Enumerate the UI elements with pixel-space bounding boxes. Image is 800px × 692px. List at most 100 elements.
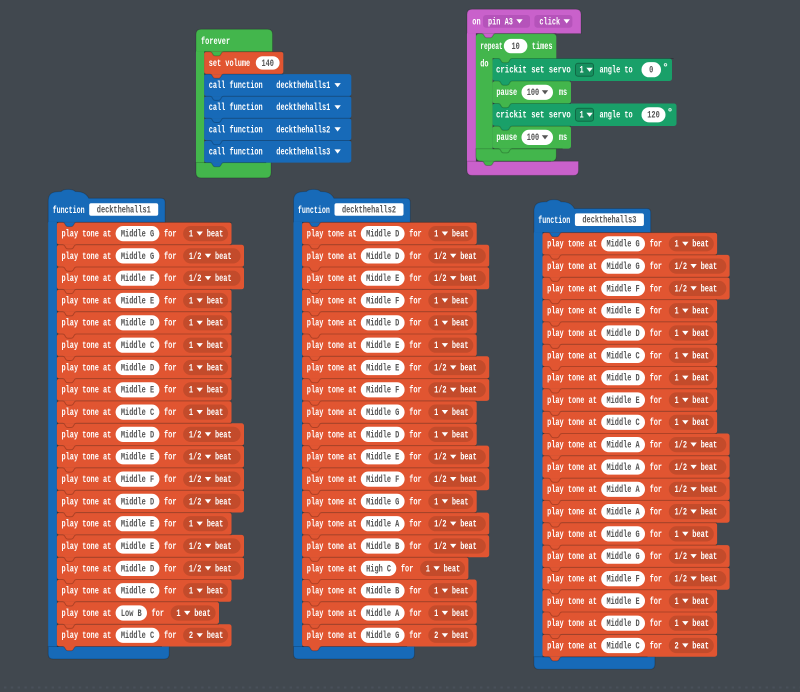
svg-text:play tone at: play tone at xyxy=(307,630,357,642)
svg-text:1: 1 xyxy=(176,609,180,620)
svg-text:for: for xyxy=(650,574,663,586)
svg-text:beat: beat xyxy=(452,407,469,419)
svg-text:for: for xyxy=(650,373,663,385)
svg-text:1/2: 1/2 xyxy=(675,574,688,586)
svg-text:for: for xyxy=(650,440,663,452)
svg-text:play tone at: play tone at xyxy=(307,385,357,397)
svg-text:play tone at: play tone at xyxy=(547,373,597,385)
svg-text:play tone at: play tone at xyxy=(62,362,112,374)
svg-text:for: for xyxy=(164,630,177,642)
svg-text:play tone at: play tone at xyxy=(62,407,112,419)
svg-text:play tone at: play tone at xyxy=(62,474,112,486)
svg-text:1: 1 xyxy=(189,386,193,397)
svg-text:1: 1 xyxy=(189,296,193,307)
svg-text:Middle G: Middle G xyxy=(366,407,399,419)
svg-text:beat: beat xyxy=(460,251,477,263)
svg-text:1: 1 xyxy=(189,230,193,241)
svg-text:100: 100 xyxy=(527,88,540,99)
svg-text:1/2: 1/2 xyxy=(434,452,447,464)
svg-text:for: for xyxy=(409,318,422,330)
svg-text:play tone at: play tone at xyxy=(547,574,597,586)
svg-text:play tone at: play tone at xyxy=(547,484,597,496)
svg-text:1: 1 xyxy=(434,497,438,508)
svg-text:crickit set servo: crickit set servo xyxy=(496,110,571,122)
svg-text:play tone at: play tone at xyxy=(547,283,597,295)
svg-text:Middle C: Middle C xyxy=(121,407,154,419)
svg-text:function: function xyxy=(298,205,330,217)
svg-text:for: for xyxy=(164,251,177,263)
svg-text:for: for xyxy=(650,283,663,295)
svg-text:for: for xyxy=(650,239,663,251)
svg-text:Middle E: Middle E xyxy=(366,340,399,352)
svg-text:ms: ms xyxy=(559,133,567,144)
svg-text:for: for xyxy=(650,261,663,273)
svg-text:play tone at: play tone at xyxy=(547,462,597,474)
svg-text:Middle G: Middle G xyxy=(121,251,154,263)
svg-text:play tone at: play tone at xyxy=(307,273,357,285)
svg-text:beat: beat xyxy=(215,273,232,285)
svg-text:beat: beat xyxy=(701,261,718,273)
svg-text:120: 120 xyxy=(647,111,660,122)
svg-text:play tone at: play tone at xyxy=(307,519,357,531)
svg-text:call function: call function xyxy=(209,124,263,136)
svg-text:beat: beat xyxy=(692,529,709,541)
svg-text:beat: beat xyxy=(215,563,232,575)
svg-text:Middle D: Middle D xyxy=(121,429,154,441)
svg-text:beat: beat xyxy=(701,283,718,295)
svg-text:Middle E: Middle E xyxy=(121,452,154,464)
svg-text:for: for xyxy=(409,519,422,531)
svg-text:play tone at: play tone at xyxy=(307,295,357,307)
svg-text:for: for xyxy=(164,318,177,330)
svg-text:pin A3: pin A3 xyxy=(488,16,513,28)
svg-text:Middle F: Middle F xyxy=(366,474,399,486)
svg-text:function: function xyxy=(538,215,570,227)
svg-text:0: 0 xyxy=(649,66,653,77)
svg-text:deckthehalls2: deckthehalls2 xyxy=(342,204,396,216)
svg-text:beat: beat xyxy=(692,306,709,318)
svg-text:beat: beat xyxy=(701,507,718,519)
svg-text:play tone at: play tone at xyxy=(307,318,357,330)
svg-text:1: 1 xyxy=(675,396,679,407)
svg-text:beat: beat xyxy=(215,452,232,464)
svg-text:1/2: 1/2 xyxy=(675,440,688,452)
svg-text:beat: beat xyxy=(460,452,477,464)
svg-text:beat: beat xyxy=(452,586,469,598)
svg-text:beat: beat xyxy=(207,295,224,307)
svg-text:beat: beat xyxy=(692,350,709,362)
svg-text:1/2: 1/2 xyxy=(675,283,688,295)
svg-text:forever: forever xyxy=(201,36,230,48)
svg-text:1: 1 xyxy=(434,230,438,241)
svg-text:Middle G: Middle G xyxy=(607,551,640,563)
svg-text:beat: beat xyxy=(444,563,461,575)
svg-text:1: 1 xyxy=(580,66,584,77)
svg-text:Middle G: Middle G xyxy=(366,496,399,508)
svg-text:beat: beat xyxy=(215,541,232,553)
svg-text:beat: beat xyxy=(452,429,469,441)
svg-text:play tone at: play tone at xyxy=(62,563,112,575)
svg-text:beat: beat xyxy=(452,608,469,620)
svg-text:1: 1 xyxy=(434,341,438,352)
svg-text:play tone at: play tone at xyxy=(547,417,597,429)
svg-text:beat: beat xyxy=(452,630,469,642)
svg-text:beat: beat xyxy=(452,295,469,307)
svg-text:deckthehalls1: deckthehalls1 xyxy=(276,102,330,114)
svg-text:play tone at: play tone at xyxy=(62,630,112,642)
svg-text:play tone at: play tone at xyxy=(62,541,112,553)
svg-text:for: for xyxy=(152,608,165,620)
svg-text:Middle E: Middle E xyxy=(607,596,640,608)
svg-text:for: for xyxy=(409,474,422,486)
svg-text:deckthehalls3: deckthehalls3 xyxy=(276,146,330,158)
svg-text:Middle C: Middle C xyxy=(607,417,640,429)
svg-text:play tone at: play tone at xyxy=(307,541,357,553)
svg-text:1: 1 xyxy=(675,351,679,362)
svg-text:Middle F: Middle F xyxy=(366,295,399,307)
svg-text:beat: beat xyxy=(701,484,718,496)
svg-text:Middle B: Middle B xyxy=(366,541,399,553)
svg-text:Middle F: Middle F xyxy=(607,574,640,586)
svg-text:Middle F: Middle F xyxy=(121,273,154,285)
svg-text:for: for xyxy=(409,452,422,464)
svg-text:Middle D: Middle D xyxy=(121,496,154,508)
svg-text:for: for xyxy=(164,229,177,241)
svg-text:for: for xyxy=(164,452,177,464)
svg-text:Middle D: Middle D xyxy=(121,362,154,374)
